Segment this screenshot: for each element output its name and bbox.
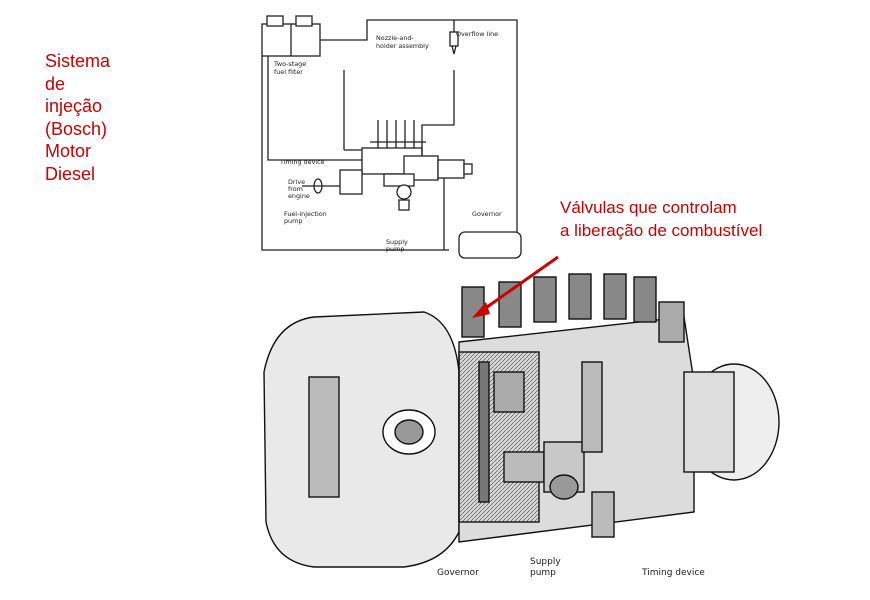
governor-label: Governor <box>437 568 479 578</box>
timing-device-label: Timing device <box>279 158 325 166</box>
valve-caption: Válvulas que controlam a liberação de co… <box>560 196 762 242</box>
supply-pump-label: pump <box>386 245 404 253</box>
nozzle-label: holder assembly <box>376 42 429 50</box>
drive-label: Drive <box>288 178 305 186</box>
injection-pump-label: Fuel-injection <box>284 210 327 218</box>
filter-label: Two-stage <box>273 60 306 68</box>
filter-label: fuel filter <box>274 68 303 76</box>
injection-pump-label: pump <box>284 217 302 225</box>
injection-pump-illustration: Governor Supply pump Timing device <box>263 273 780 578</box>
governor-label: Governor <box>472 210 502 218</box>
title-line: Diesel <box>45 163 96 184</box>
title-line: Sistema <box>45 51 111 71</box>
drive-label: from <box>288 185 303 193</box>
caption-line: Válvulas que controlam <box>560 198 737 217</box>
slide-title: Sistema de injeção (Bosch) Motor Diesel <box>45 50 110 185</box>
overflow-line-label: Overflow line <box>456 30 498 38</box>
fuel-system-schematic: Overflow line Nozzle-and- holder assembl… <box>261 15 522 259</box>
supply-pump-label: Supply <box>386 238 408 246</box>
caption-line: a liberação de combustível <box>560 221 763 240</box>
drive-label: engine <box>288 192 310 200</box>
fuel-tank <box>458 231 522 259</box>
title-line: Motor <box>45 141 92 161</box>
title-line: de <box>45 73 66 94</box>
supply-pump-label: Supply <box>530 557 561 567</box>
supply-pump-label: pump <box>530 568 556 578</box>
timing-device-label: Timing device <box>641 568 705 578</box>
title-line: (Bosch) <box>45 118 108 139</box>
nozzle-label: Nozzle-and- <box>376 34 414 42</box>
title-line: injeção <box>45 96 103 116</box>
